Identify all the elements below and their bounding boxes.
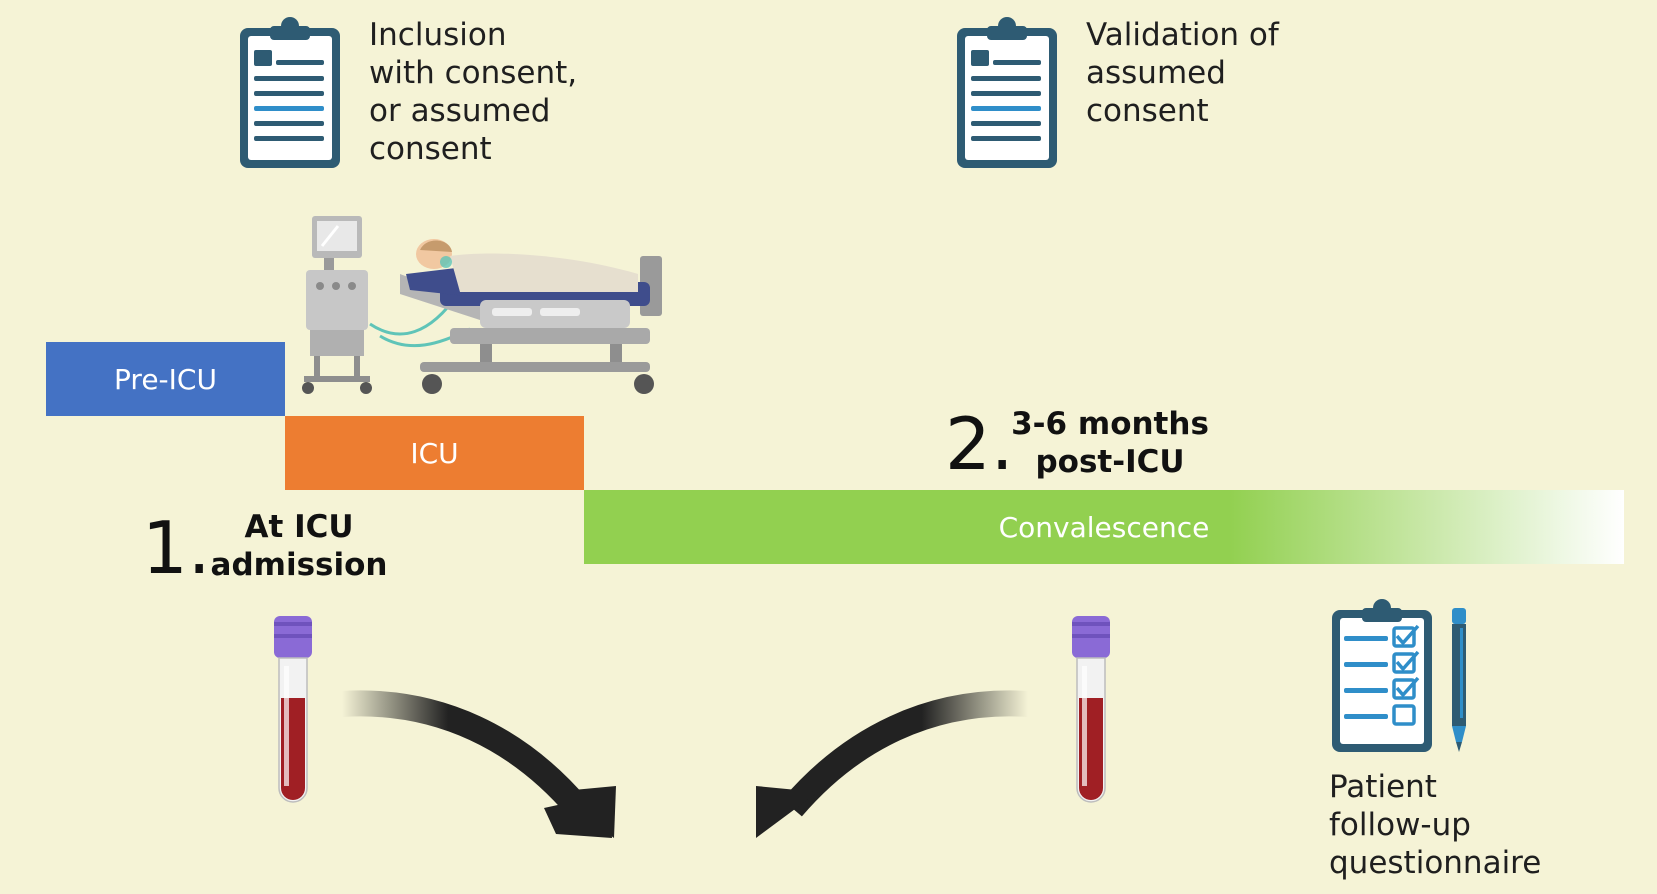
step-2-number: 2. bbox=[945, 402, 1014, 486]
curved-arrow-icon bbox=[756, 690, 1029, 838]
curved-arrow-icon bbox=[341, 690, 616, 838]
blood-tube-icon bbox=[274, 616, 312, 803]
questionnaire-label: Patient follow-up questionnaire bbox=[1329, 769, 1542, 881]
pen-icon bbox=[1452, 608, 1466, 752]
step-2-label: 3-6 months post-ICU bbox=[1011, 406, 1209, 480]
pre-icu-bar: Pre-ICU bbox=[46, 342, 285, 416]
blood-tube-icon bbox=[1072, 616, 1110, 803]
icu-bar: ICU bbox=[285, 416, 584, 490]
ventilator-icon bbox=[302, 216, 372, 394]
checklist-clipboard-icon bbox=[1332, 599, 1432, 752]
step-1-label: At ICU admission bbox=[210, 509, 388, 583]
step-1-number: 1. bbox=[142, 506, 211, 590]
convalescence-bar: Convalescence bbox=[584, 490, 1624, 564]
icu-bed-icon bbox=[369, 239, 662, 394]
validation-consent-text: Validation of assumed consent bbox=[1086, 17, 1279, 129]
clipboard-icon bbox=[240, 17, 340, 168]
inclusion-consent-text: Inclusion with consent, or assumed conse… bbox=[369, 17, 578, 167]
clipboard-icon bbox=[957, 17, 1057, 168]
